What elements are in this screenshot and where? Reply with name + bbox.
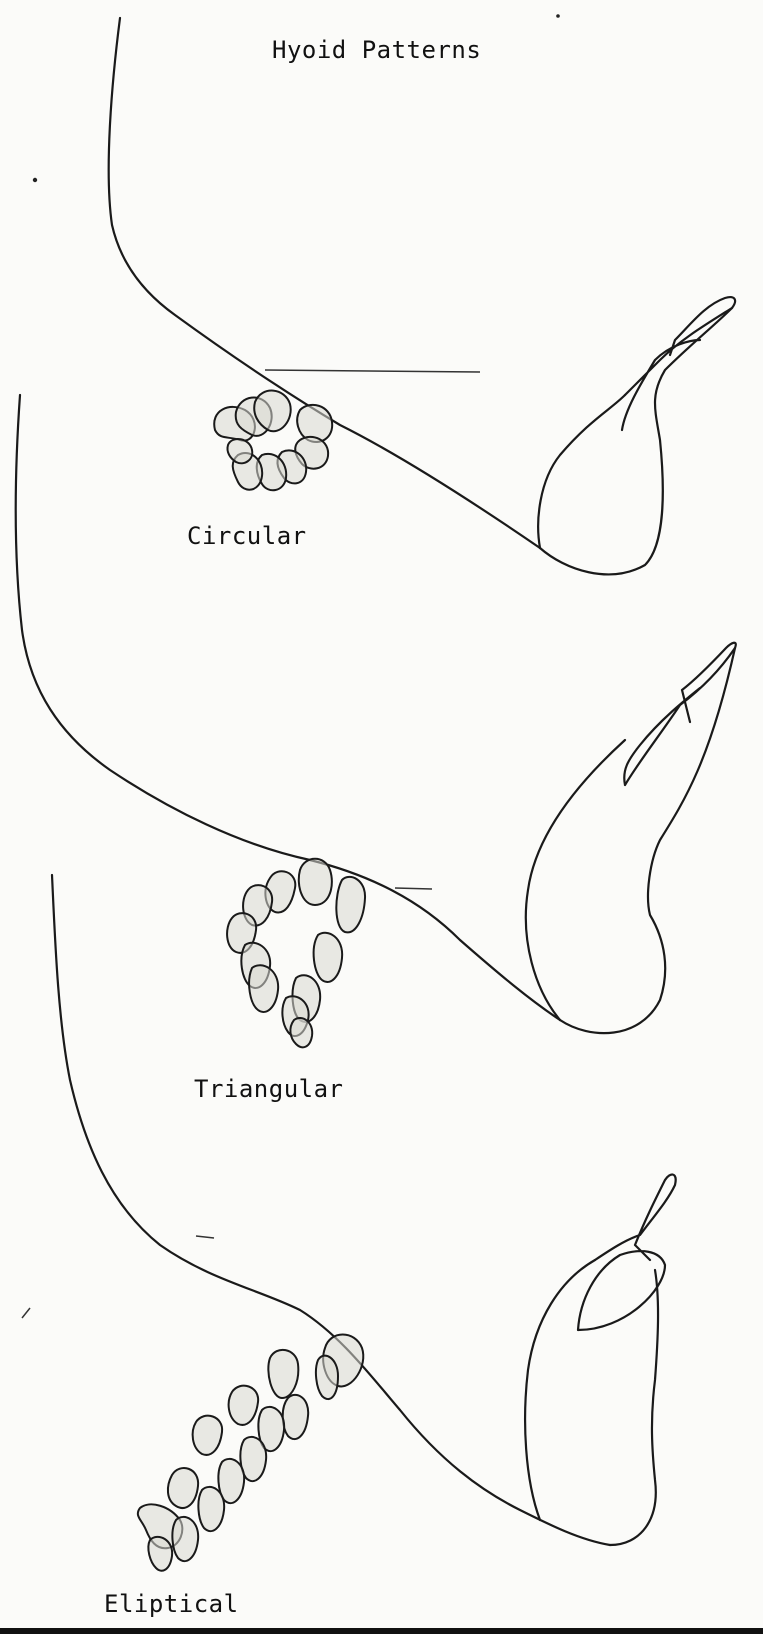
pattern-label-triangular: Triangular bbox=[194, 1075, 344, 1103]
hyoid-bone bbox=[336, 877, 365, 932]
jaw-outline bbox=[16, 395, 560, 1020]
stray-line bbox=[395, 888, 432, 889]
eliptical-panel bbox=[52, 875, 676, 1571]
ink-speck bbox=[22, 1308, 30, 1318]
hyoid-bone bbox=[299, 859, 332, 905]
triangular-panel bbox=[16, 395, 736, 1047]
ink-speck bbox=[33, 178, 37, 182]
pattern-label-circular: Circular bbox=[187, 522, 307, 550]
condyle-outline bbox=[622, 297, 735, 430]
ramus-outline bbox=[538, 395, 625, 548]
hyoid-bone bbox=[249, 965, 278, 1012]
hyoid-bone bbox=[168, 1468, 198, 1508]
hyoid-bone bbox=[290, 1018, 312, 1047]
hyoid-bone bbox=[229, 1386, 259, 1425]
stray-line bbox=[196, 1236, 214, 1238]
jaw-outline-lower bbox=[540, 308, 732, 574]
hyoid-bone bbox=[148, 1537, 172, 1571]
hyoid-bone bbox=[227, 439, 252, 463]
hyoid-bone bbox=[172, 1517, 198, 1561]
stray-line bbox=[265, 370, 480, 372]
hyoid-bone bbox=[316, 1356, 338, 1399]
page-title: Hyoid Patterns bbox=[272, 36, 481, 64]
hyoid-bone bbox=[283, 1395, 308, 1439]
hyoid-bone bbox=[314, 933, 343, 982]
pattern-label-eliptical: Eliptical bbox=[104, 1590, 239, 1618]
bottom-border bbox=[0, 1628, 763, 1634]
hyoid-cluster-triangular bbox=[227, 859, 365, 1048]
hyoid-bone bbox=[193, 1416, 223, 1455]
hyoid-cluster-circular bbox=[214, 391, 332, 491]
hyoid-bone bbox=[268, 1350, 298, 1398]
hyoid-bone bbox=[198, 1487, 224, 1531]
jaw-outline bbox=[109, 18, 540, 548]
circular-panel bbox=[109, 18, 735, 574]
ink-speck bbox=[556, 14, 560, 18]
jaw-outline-lower bbox=[560, 648, 735, 1033]
condyle-outline bbox=[578, 1175, 676, 1330]
ramus-outline bbox=[526, 740, 625, 1020]
hyoid-cluster-eliptical bbox=[138, 1335, 363, 1571]
